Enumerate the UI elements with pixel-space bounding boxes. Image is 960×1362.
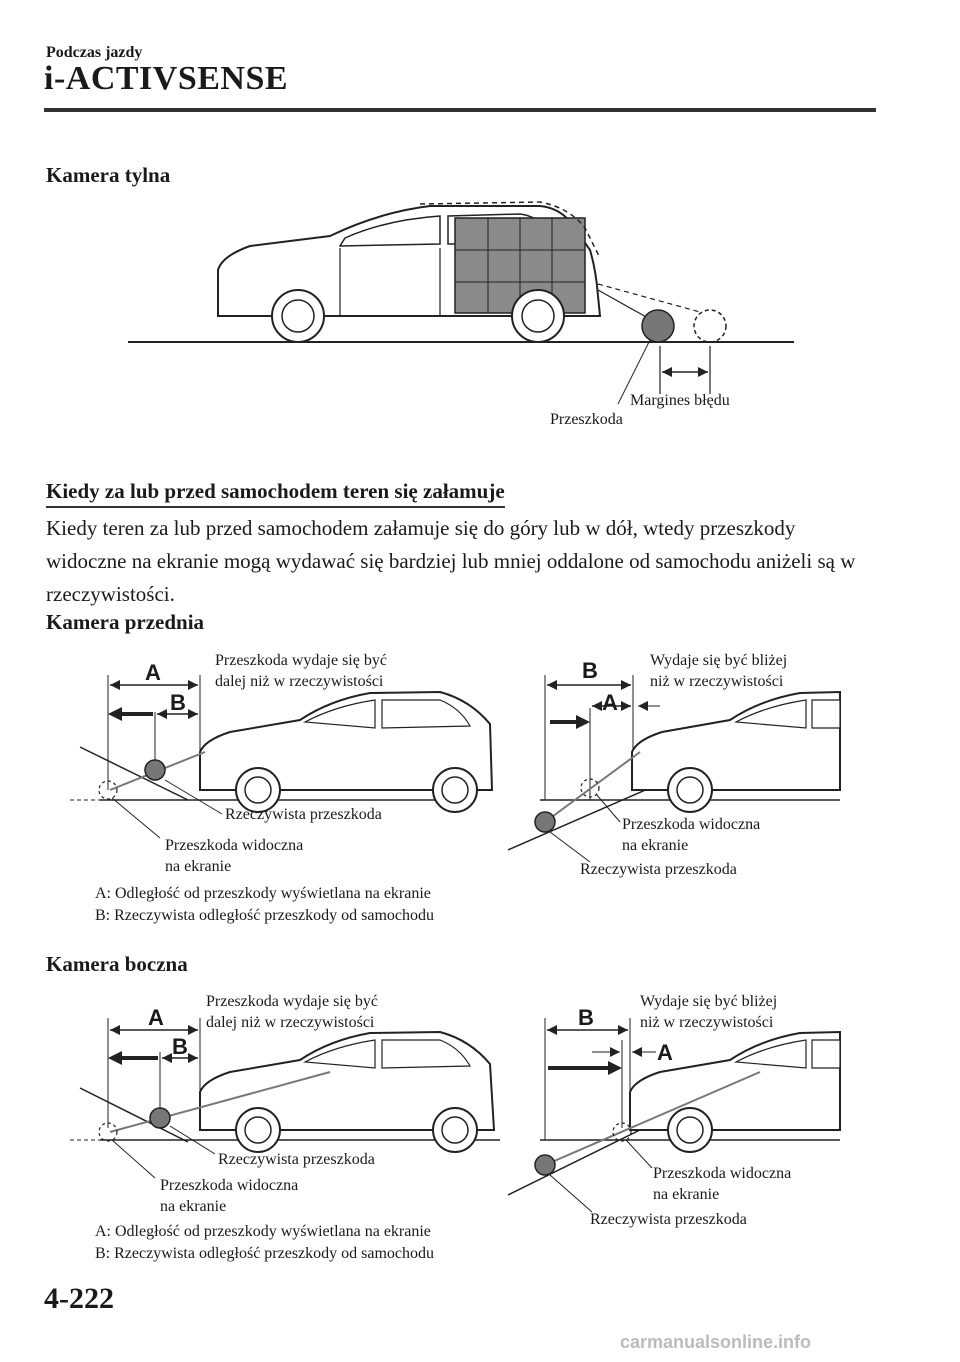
front-right-visible-line2: na ekranie xyxy=(622,837,689,854)
side-left-letter-a: A xyxy=(148,1005,164,1030)
side-left-actual-label: Rzeczywista przeszkoda xyxy=(218,1151,375,1168)
side-camera-heading: Kamera boczna xyxy=(46,952,188,976)
side-right-visible-line2: na ekranie xyxy=(653,1186,720,1203)
side-right-visible-line1: Przeszkoda widoczna xyxy=(653,1165,792,1182)
side-right-letter-b: B xyxy=(578,1005,594,1030)
rear-camera-illustration xyxy=(128,201,794,405)
side-right-letter-a: A xyxy=(657,1040,673,1065)
side-right-appears-line2: niż w rzeczywistości xyxy=(640,1014,774,1031)
rear-camera-heading: Kamera tylna xyxy=(46,163,171,187)
side-left-visible-line2: na ekranie xyxy=(160,1198,227,1215)
front-note-b: B: Rzeczywista odległość przeszkody od s… xyxy=(95,907,435,924)
front-camera-heading: Kamera przednia xyxy=(46,610,205,634)
terrain-paragraph: Kiedy teren za lub przed samochodem zała… xyxy=(46,516,856,606)
front-right-appears-line1: Wydaje się być bliżej xyxy=(650,652,788,669)
rear-margin-label: Margines błędu xyxy=(630,392,730,409)
front-left-visible-line1: Przeszkoda widoczna xyxy=(165,837,304,854)
side-note-a: A: Odległość od przeszkody wyświetlana n… xyxy=(95,1223,431,1240)
section-label: Podczas jazdy xyxy=(46,44,143,61)
side-camera-illustration xyxy=(70,1018,841,1213)
front-camera-illustration xyxy=(70,675,841,863)
side-left-appears-line1: Przeszkoda wydaje się być xyxy=(206,993,378,1010)
front-left-visible-line2: na ekranie xyxy=(165,858,232,875)
front-right-appears-line2: niż w rzeczywistości xyxy=(650,673,784,690)
front-right-visible-line1: Przeszkoda widoczna xyxy=(622,816,761,833)
terrain-heading: Kiedy za lub przed samochodem teren się … xyxy=(46,479,505,508)
front-right-letter-a: A xyxy=(602,690,618,715)
front-note-a: A: Odległość od przeszkody wyświetlana n… xyxy=(95,885,431,902)
side-note-b: B: Rzeczywista odległość przeszkody od s… xyxy=(95,1245,435,1262)
side-right-actual-label: Rzeczywista przeszkoda xyxy=(590,1211,747,1228)
side-left-appears-line2: dalej niż w rzeczywistości xyxy=(206,1014,375,1031)
page-title: i-ACTIVSENSE xyxy=(44,60,289,97)
rear-obstacle-label: Przeszkoda xyxy=(550,411,623,428)
footer-watermark: carmanualsonline.info xyxy=(620,1332,812,1352)
front-left-letter-a: A xyxy=(145,660,161,685)
page-number: 4-222 xyxy=(44,1282,114,1315)
front-right-actual-label: Rzeczywista przeszkoda xyxy=(580,861,737,878)
side-left-visible-line1: Przeszkoda widoczna xyxy=(160,1177,299,1194)
front-left-appears-line1: Przeszkoda wydaje się być xyxy=(215,652,387,669)
front-left-actual-label: Rzeczywista przeszkoda xyxy=(225,806,382,823)
side-left-letter-b: B xyxy=(172,1034,188,1059)
side-right-appears-line1: Wydaje się być bliżej xyxy=(640,993,778,1010)
front-left-appears-line2: dalej niż w rzeczywistości xyxy=(215,673,384,690)
front-left-letter-b: B xyxy=(170,690,186,715)
front-right-letter-b: B xyxy=(582,658,598,683)
header-divider xyxy=(44,108,876,112)
